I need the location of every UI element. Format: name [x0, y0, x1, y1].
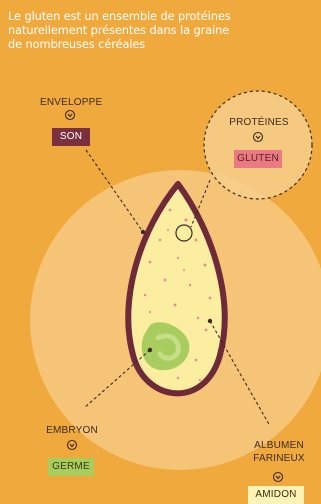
chevron-circle-icon: [66, 111, 75, 120]
son-tag: SON: [52, 128, 90, 146]
germe-tag: GERME: [48, 458, 94, 476]
gluten-tag: GLUTEN: [234, 150, 282, 168]
amidon-tag: AMIDON: [248, 486, 304, 504]
embryon-label: EMBRYON: [42, 424, 102, 437]
chevron-circle-icon: [68, 441, 77, 450]
proteines-label: PROTÉINES: [228, 116, 290, 129]
enveloppe-label: ENVELOPPE: [40, 96, 100, 109]
albumen-label: ALBUMEN FARINEUX: [248, 439, 310, 465]
headline: Le gluten est un ensemble de protéines n…: [8, 9, 308, 51]
chevron-circle-icon: [274, 473, 283, 482]
